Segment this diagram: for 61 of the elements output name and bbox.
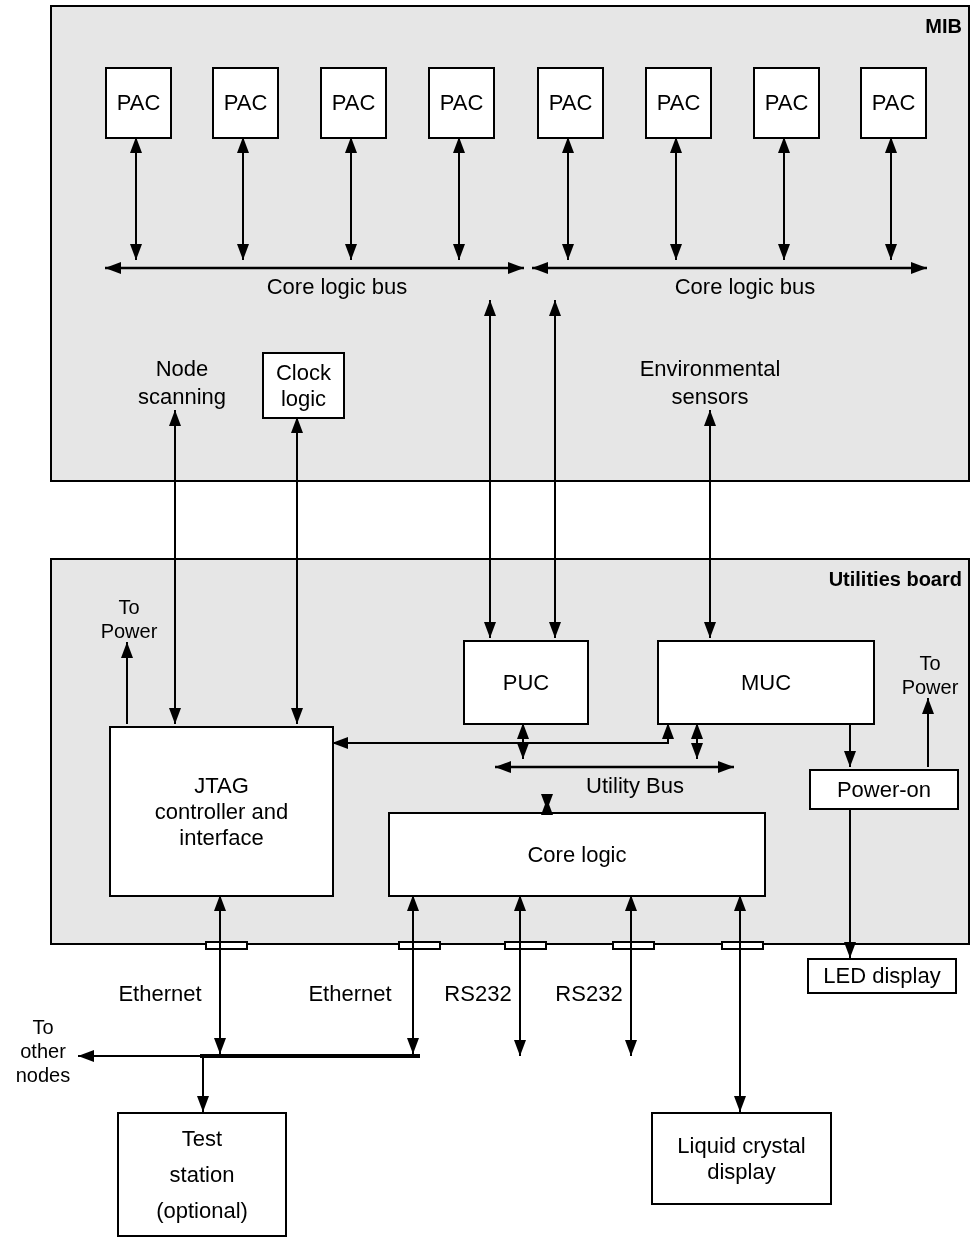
arrow <box>197 1057 209 1113</box>
bus-label: Core logic bus <box>266 274 408 300</box>
double-arrow <box>691 722 703 760</box>
arrow <box>844 722 856 768</box>
process-box: Power-on <box>809 769 959 810</box>
process-box: PAC <box>320 67 387 139</box>
double-arrow <box>734 894 746 1113</box>
double-arrow <box>704 409 716 639</box>
edge-label: Ethernet <box>118 981 202 1007</box>
double-arrow <box>885 136 897 261</box>
double-arrow <box>484 299 496 639</box>
process-box: Core logic <box>388 812 766 897</box>
double-arrow <box>541 794 553 815</box>
panel-title: Utilities board <box>828 568 962 591</box>
process-box: PAC <box>753 67 820 139</box>
board-panel <box>50 558 970 945</box>
process-box: PAC <box>537 67 604 139</box>
double-arrow <box>562 136 574 261</box>
process-box: PAC <box>645 67 712 139</box>
node-label: Node scanning <box>120 354 244 412</box>
double-arrow <box>291 416 303 725</box>
edge-label: RS232 <box>444 981 512 1007</box>
process-box: PAC <box>428 67 495 139</box>
node-label: Environmental sensors <box>620 354 800 412</box>
board-panel <box>50 5 970 482</box>
node-label: To Power <box>898 650 962 700</box>
process-box: Liquid crystal display <box>651 1112 832 1205</box>
double-arrow <box>517 722 529 760</box>
edge-label: Ethernet <box>308 981 392 1007</box>
node-label: To Power <box>99 594 159 644</box>
double-arrow <box>345 136 357 261</box>
panel-title: MIB <box>925 15 962 38</box>
arrow <box>121 641 133 725</box>
process-box: LED display <box>807 958 957 994</box>
edge-label: RS232 <box>555 981 623 1007</box>
bus-label: Utility Bus <box>586 773 684 799</box>
process-box: PAC <box>105 67 172 139</box>
process-box: PAC <box>860 67 927 139</box>
double-arrow <box>331 722 674 749</box>
process-box: PUC <box>463 640 589 725</box>
double-arrow <box>453 136 465 261</box>
arrow <box>844 807 856 959</box>
node-label: To other nodes <box>8 1014 78 1088</box>
double-arrow <box>169 409 181 725</box>
double-arrow <box>130 136 142 261</box>
double-arrow <box>237 136 249 261</box>
arrow <box>922 697 934 768</box>
process-box: PAC <box>212 67 279 139</box>
double-arrow <box>778 136 790 261</box>
arrow <box>77 1050 201 1062</box>
double-arrow <box>514 894 526 1057</box>
double-arrow <box>670 136 682 261</box>
process-box: MUC <box>657 640 875 725</box>
process-box: Test station (optional) <box>117 1112 287 1237</box>
double-arrow <box>407 894 419 1055</box>
process-box: Clock logic <box>262 352 345 419</box>
double-arrow <box>214 894 226 1055</box>
double-arrow <box>549 299 561 639</box>
double-arrow <box>625 894 637 1057</box>
bus-label: Core logic bus <box>674 274 816 300</box>
process-box: JTAG controller and interface <box>109 726 334 897</box>
